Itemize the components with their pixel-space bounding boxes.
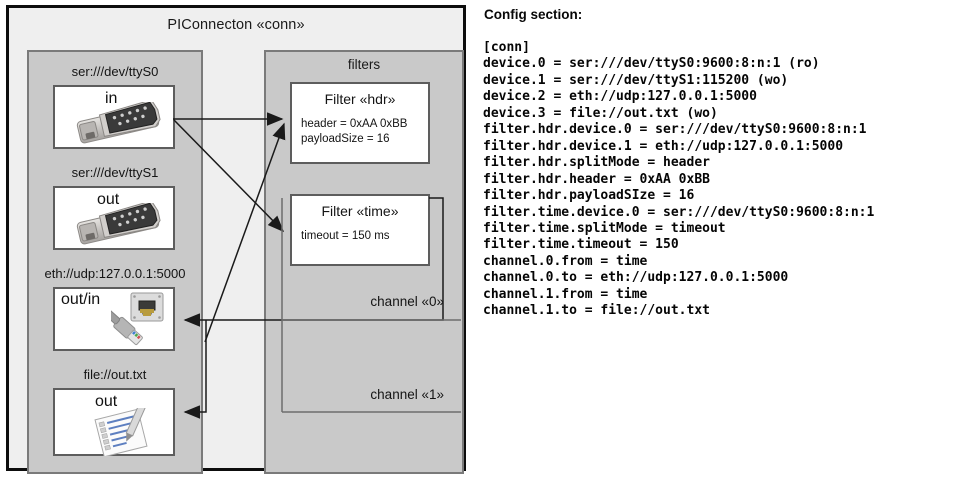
architecture-diagram: PIConnecton «conn» ser:///dev/ttyS0 in — [0, 0, 478, 484]
config-line: channel.0.from = time — [483, 253, 648, 269]
config-section: Config section: [conn]device.0 = ser:///… — [478, 0, 964, 484]
device-direction-ethernet: out/in — [61, 291, 101, 308]
device-box-serial0[interactable]: in — [53, 85, 175, 149]
device-caption-serial1: ser:///dev/ttyS1 — [71, 165, 159, 180]
text-file-edit-icon — [94, 408, 148, 456]
filter-box-time[interactable]: Filter «time» timeout = 150 ms — [290, 194, 430, 266]
config-line: channel.0.to = eth://udp:127.0.0.1:5000 — [483, 270, 789, 286]
device-direction-file: out — [95, 393, 118, 410]
channel-label-0: channel «0» — [370, 294, 444, 309]
device-direction-serial1: out — [97, 191, 120, 208]
filters-panel: filters Filter «hdr» header = 0xAA 0xBB … — [264, 50, 464, 474]
config-line: channel.1.to = file://out.txt — [483, 303, 710, 319]
serial-port-db9-icon — [76, 203, 161, 245]
filters-panel-title: filters — [347, 57, 381, 72]
config-line: filter.time.splitMode = timeout — [483, 220, 726, 236]
filter-hdr-prop-payloadsize: payloadSize = 16 — [301, 133, 390, 145]
config-line: filter.hdr.payloadSIze = 16 — [483, 188, 695, 204]
config-line: filter.time.device.0 = ser:///dev/ttyS0:… — [483, 204, 875, 220]
serial-port-db9-icon — [76, 102, 161, 144]
config-line: device.3 = file://out.txt (wo) — [483, 105, 718, 121]
config-line: device.0 = ser:///dev/ttyS0:9600:8:n:1 (… — [483, 56, 820, 72]
device-direction-serial0: in — [105, 90, 118, 107]
config-line: channel.1.from = time — [483, 286, 648, 302]
filter-box-hdr[interactable]: Filter «hdr» header = 0xAA 0xBB payloadS… — [290, 82, 430, 164]
config-line: device.1 = ser:///dev/ttyS1:115200 (wo) — [483, 72, 789, 88]
filter-time-prop-timeout: timeout = 150 ms — [301, 230, 390, 242]
page-title: PIConnecton «conn» — [167, 17, 305, 33]
device-caption-file: file://out.txt — [83, 367, 147, 382]
device-box-file[interactable]: out — [53, 388, 175, 456]
device-box-serial1[interactable]: out — [53, 186, 175, 250]
config-line: filter.hdr.device.0 = ser:///dev/ttyS0:9… — [483, 122, 867, 138]
device-box-ethernet[interactable]: out/in — [53, 287, 175, 351]
config-line: device.2 = eth://udp:127.0.0.1:5000 — [483, 89, 757, 105]
config-heading: Config section: — [484, 7, 583, 22]
filter-hdr-title: Filter «hdr» — [324, 91, 396, 107]
connector-outer-frame: PIConnecton «conn» ser:///dev/ttyS0 in — [6, 5, 466, 474]
config-line: [conn] — [483, 40, 530, 55]
filter-time-title: Filter «time» — [321, 203, 399, 219]
config-line: filter.time.timeout = 150 — [483, 237, 679, 253]
device-caption-serial0: ser:///dev/ttyS0 — [71, 64, 159, 79]
config-line: filter.hdr.splitMode = header — [483, 155, 710, 171]
ethernet-socket-icon — [111, 292, 164, 345]
channel-label-1: channel «1» — [370, 387, 444, 402]
config-line: filter.hdr.device.1 = eth://udp:127.0.0.… — [483, 138, 844, 154]
config-text: [conn]device.0 = ser:///dev/ttyS0:9600:8… — [483, 40, 874, 320]
config-line: filter.hdr.header = 0xAA 0xBB — [483, 171, 710, 187]
device-caption-ethernet: eth://udp:127.0.0.1:5000 — [44, 266, 186, 281]
devices-panel: ser:///dev/ttyS0 in — [27, 50, 203, 474]
filter-hdr-prop-header: header = 0xAA 0xBB — [301, 118, 408, 130]
